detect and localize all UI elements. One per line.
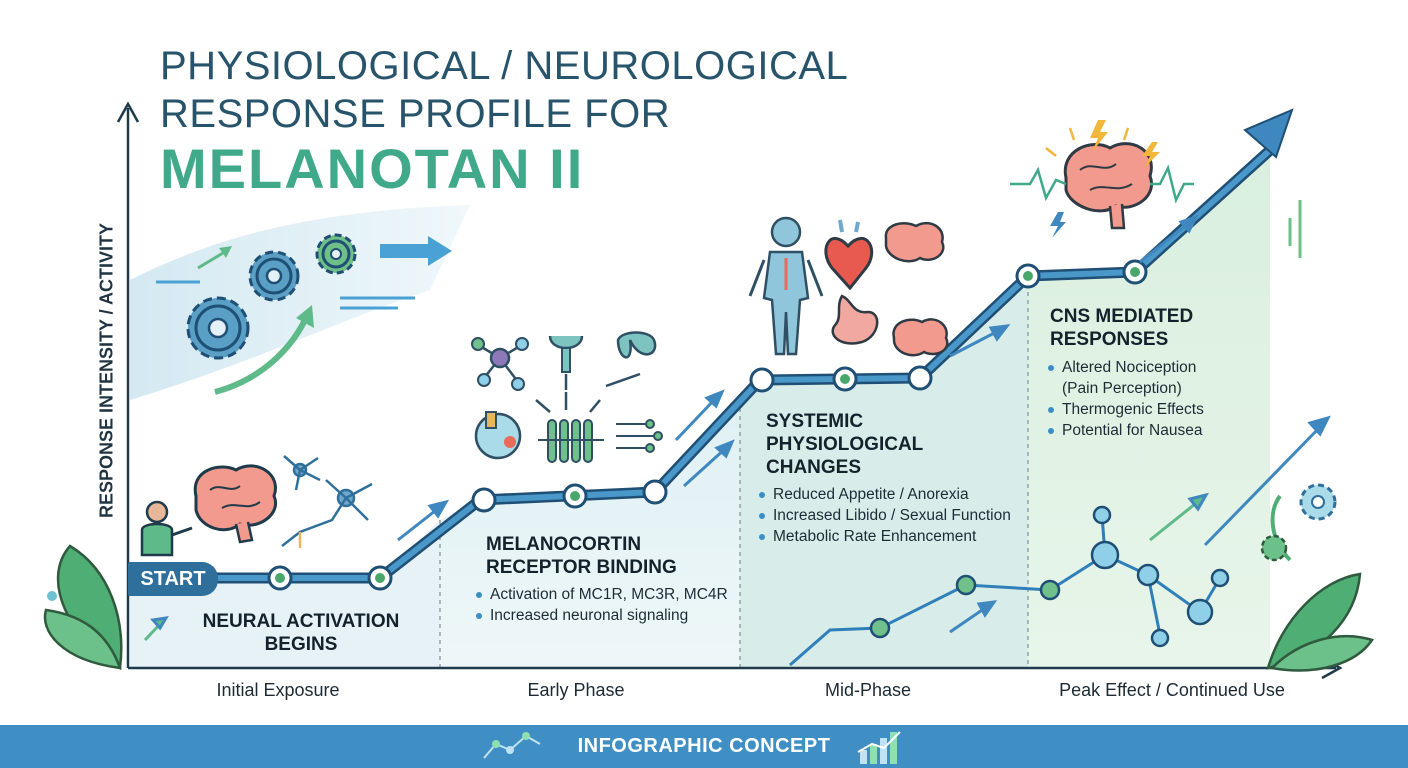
neuron-icon [281, 455, 373, 548]
y-axis-label: RESPONSE INTENSITY / ACTIVITY [96, 222, 117, 519]
page-title-compound: MELANOTAN II [160, 137, 585, 200]
brain-icon [1010, 142, 1194, 230]
phase-dividers [439, 276, 1029, 668]
person-icon [140, 500, 193, 557]
list-item: Metabolic Rate Enhancement [757, 526, 1027, 547]
brain-icon [193, 464, 278, 544]
leaf-icon [43, 483, 1374, 672]
stage-2-bullets: Activation of MC1R, MC3R, MC4R Increased… [474, 584, 734, 626]
header-swoosh [130, 205, 470, 400]
list-item: Reduced Appetite / Anorexia [757, 484, 1027, 505]
list-item: Increased Libido / Sexual Function [757, 505, 1027, 526]
path-arrowhead [1243, 108, 1294, 159]
list-item: (Pain Perception) [1062, 380, 1182, 397]
phase-label-3: Mid-Phase [824, 680, 912, 700]
footer-label: INFOGRAPHIC CONCEPT [577, 735, 831, 757]
page-title-line-1: PHYSIOLOGICAL / NEUROLOGICAL [160, 44, 849, 88]
list-item: Increased neuronal signaling [474, 605, 734, 626]
molecule-icon [471, 337, 529, 460]
stage-2-title: MELANOCORTIN RECEPTOR BINDING [486, 534, 677, 578]
list-item: Thermogenic Effects [1046, 399, 1256, 420]
phase-label-1: Initial Exposure [216, 680, 340, 700]
brain-icon [884, 221, 949, 357]
stage-1-title: NEURAL ACTIVATION BEGINS [202, 611, 400, 655]
stage-3-title: SYSTEMIC PHYSIOLOGICAL CHANGES [766, 411, 923, 478]
stage-3-bullets: Reduced Appetite / Anorexia Increased Li… [757, 484, 1027, 547]
phase-label-4: Peak Effect / Continued Use [1059, 680, 1285, 700]
path-nodes [267, 259, 1148, 591]
list-item: Potential for Nausea [1046, 420, 1256, 441]
list-item: Altered Nociception [1046, 357, 1256, 378]
stage-4-bullets: Altered Nociception (Pain Perception) Th… [1046, 357, 1256, 441]
footer-bar [0, 725, 1408, 768]
trend-arrows [143, 214, 1331, 642]
phase-label-2: Early Phase [527, 680, 625, 700]
gear-icon [156, 233, 452, 395]
lightning-icon [1045, 120, 1160, 238]
receptor-icon [535, 331, 663, 463]
list-item: Activation of MC1R, MC3R, MC4R [474, 584, 734, 605]
human-body-icon [748, 216, 824, 356]
page-title-line-2: RESPONSE PROFILE FOR [160, 92, 671, 136]
stomach-icon [831, 294, 879, 345]
start-badge: START [128, 562, 218, 596]
molecule-icon [483, 732, 541, 759]
stage-4-title: CNS MEDIATED RESPONSES [1050, 306, 1194, 350]
bar-chart-icon [857, 731, 901, 764]
heart-icon [824, 219, 874, 291]
molecule-chart-icon [789, 505, 1230, 667]
